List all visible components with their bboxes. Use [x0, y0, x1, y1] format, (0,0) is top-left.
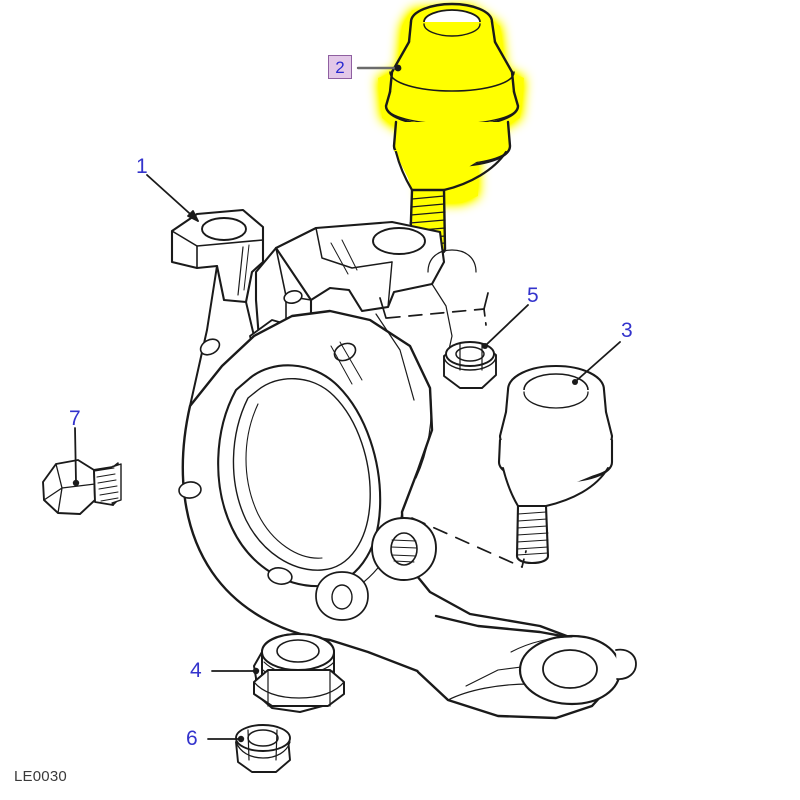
part-7-hex-bolt: [42, 459, 122, 515]
part-2-upper-ball-joint: [384, 2, 520, 258]
assembly-line-part-5: [386, 308, 485, 319]
part-badge-2[interactable]: 2: [328, 55, 352, 79]
figure-code: LE0030: [14, 768, 67, 785]
assembly-line-part-3-elbows: [521, 550, 527, 568]
part-label-1[interactable]: 1: [136, 155, 148, 178]
leader-line-part-6: [207, 735, 245, 743]
part-5-lock-nut-upper: [443, 341, 497, 389]
leader-line-part-2: [356, 64, 402, 72]
leader-line-part-5: [482, 304, 529, 349]
leader-line-part-3: [572, 341, 621, 385]
leader-line-part-4: [211, 667, 260, 675]
part-label-6[interactable]: 6: [186, 727, 198, 750]
assembly-line-part-3: [411, 517, 523, 568]
part-label-7[interactable]: 7: [69, 407, 81, 430]
leader-line-part-7: [72, 427, 80, 487]
part-1-steering-knuckle: [170, 208, 637, 720]
leader-line-part-1: [146, 174, 199, 222]
part-4-threaded-bush: [253, 633, 345, 713]
part-label-5[interactable]: 5: [527, 284, 539, 307]
part-6-lock-nut-lower: [235, 724, 291, 773]
part-label-3[interactable]: 3: [621, 319, 633, 342]
part-label-4[interactable]: 4: [190, 659, 202, 682]
assembly-line-part-5-elbows: [379, 292, 489, 326]
part-3-lower-ball-joint: [497, 364, 614, 565]
